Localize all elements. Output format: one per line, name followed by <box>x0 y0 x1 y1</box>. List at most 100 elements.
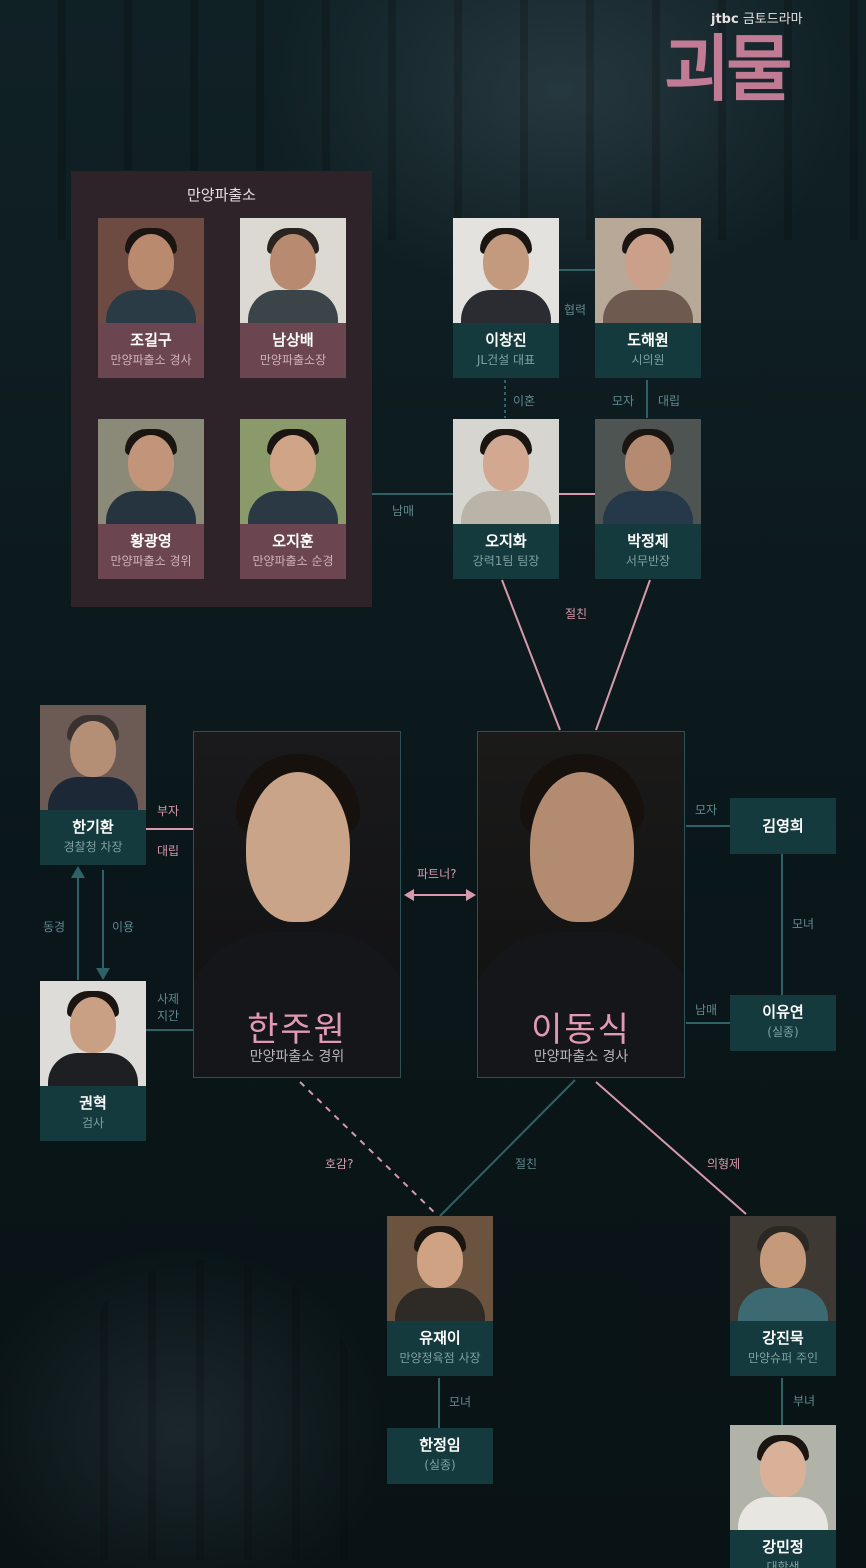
title-logo: 괴물 <box>664 26 792 111</box>
character-role: 만양파출소장 <box>259 353 327 367</box>
relation-label: 의형제 <box>707 1157 741 1171</box>
portrait <box>240 419 346 524</box>
main-character-role: 만양파출소 경위 <box>249 1049 345 1065</box>
relation-label: 대립 <box>157 844 180 858</box>
arrow-left <box>404 889 414 901</box>
portrait <box>453 419 559 524</box>
main-character-name: 이동식 <box>531 1010 631 1050</box>
relation-label: 파트너? <box>417 867 457 881</box>
character-role: 만양파출소 경위 <box>110 554 192 568</box>
card-nam-sangbae[interactable]: 남상배 만양파출소장 <box>240 218 346 378</box>
character-role: 강력1팀 팀장 <box>472 554 540 568</box>
arrow-down <box>96 968 110 980</box>
portrait <box>530 772 634 922</box>
relation-label: 사제 <box>157 992 180 1006</box>
character-name: 강진묵 <box>762 1329 804 1347</box>
relation-label: 모자 <box>695 803 718 817</box>
character-name: 남상배 <box>272 331 314 349</box>
character-role: JL건설 대표 <box>476 353 536 367</box>
card-han-gihwan[interactable]: 한기환 경찰청 차장 <box>40 705 146 865</box>
character-role: 만양슈퍼 주인 <box>747 1351 819 1365</box>
character-role: (실종) <box>424 1458 456 1472</box>
relation-label: 이용 <box>112 920 135 934</box>
relation-label: 동경 <box>43 920 66 934</box>
card-han-jeongim[interactable]: 한정임 (실종) <box>387 1428 493 1484</box>
card-kang-jinmuk[interactable]: 강진묵 만양슈퍼 주인 <box>730 1216 836 1376</box>
card-hwang-gwangyoung[interactable]: 황광영 만양파출소 경위 <box>98 419 204 579</box>
line-best-friend2 <box>439 1079 576 1217</box>
main-character-role: 만양파출소 경사 <box>533 1049 629 1065</box>
character-role: 만양정육점 사장 <box>399 1351 481 1365</box>
portrait <box>40 981 146 1086</box>
relation-label: 부자 <box>157 804 180 818</box>
relation-label: 절친 <box>565 607 588 621</box>
character-role: 서무반장 <box>625 554 671 568</box>
card-lee-yuyeon[interactable]: 이유연 (실종) <box>730 995 836 1051</box>
line-sworn-brothers <box>595 1081 747 1215</box>
card-han-juwon[interactable]: 한주원 만양파출소 경위 <box>193 731 401 1078</box>
character-role: 만양파출소 순경 <box>252 554 334 568</box>
relation-label: 호감? <box>325 1157 354 1171</box>
card-do-haewon[interactable]: 도해원 시의원 <box>595 218 701 378</box>
character-name: 이유연 <box>762 1003 804 1021</box>
card-kim-younghee[interactable]: 김영희 <box>730 798 836 854</box>
arrow-up <box>71 866 85 878</box>
arrow-right <box>466 889 476 901</box>
line-best-friend-a <box>501 579 561 731</box>
relation-label: 지간 <box>157 1009 180 1023</box>
character-role: 시의원 <box>631 353 665 367</box>
portrait <box>387 1216 493 1321</box>
card-park-jeongje[interactable]: 박정제 서무반장 <box>595 419 701 579</box>
card-jo-gilgu[interactable]: 조길구 만양파출소 경사 <box>98 218 204 378</box>
card-oh-jihwa[interactable]: 오지화 강력1팀 팀장 <box>453 419 559 579</box>
line-liking <box>299 1081 437 1215</box>
character-name: 한정임 <box>419 1436 461 1454</box>
drama-slot: 금토드라마 <box>742 12 803 27</box>
portrait <box>453 218 559 323</box>
portrait <box>40 705 146 810</box>
character-name: 이창진 <box>485 331 527 349</box>
card-lee-changjin[interactable]: 이창진 JL건설 대표 <box>453 218 559 378</box>
portrait <box>98 419 204 524</box>
main-character-name: 한주원 <box>247 1010 347 1050</box>
portrait <box>730 1216 836 1321</box>
relation-label: 모녀 <box>792 917 815 931</box>
relation-label: 이혼 <box>513 394 536 408</box>
relation-label: 모자 <box>612 394 635 408</box>
relation-label: 부녀 <box>793 1394 816 1408</box>
character-name: 한기환 <box>72 818 114 836</box>
character-name: 오지훈 <box>272 532 314 550</box>
character-name: 유재이 <box>419 1329 461 1347</box>
portrait <box>595 419 701 524</box>
character-role: 검사 <box>81 1116 105 1130</box>
background-cell <box>60 1260 360 1560</box>
portrait <box>595 218 701 323</box>
character-name: 박정제 <box>627 532 669 550</box>
portrait <box>246 772 350 922</box>
card-oh-jihoon[interactable]: 오지훈 만양파출소 순경 <box>240 419 346 579</box>
portrait <box>98 218 204 323</box>
brand-header: jtbc 금토드라마 <box>711 8 803 27</box>
character-name: 김영희 <box>762 817 804 835</box>
network-logo: jtbc <box>711 12 739 27</box>
character-role: 대학생 <box>766 1560 800 1568</box>
character-name: 권혁 <box>79 1094 107 1112</box>
card-lee-dongsik[interactable]: 이동식 만양파출소 경사 <box>477 731 685 1078</box>
character-name: 오지화 <box>485 532 527 550</box>
character-role: (실종) <box>767 1025 799 1039</box>
line-best-friend-b <box>595 579 651 731</box>
character-name: 강민정 <box>762 1538 804 1556</box>
card-kang-minjeong[interactable]: 강민정 대학생 <box>730 1425 836 1568</box>
relation-label: 절친 <box>515 1157 538 1171</box>
relation-label: 남매 <box>695 1003 718 1017</box>
relation-label: 남매 <box>392 504 415 518</box>
character-name: 조길구 <box>130 331 172 349</box>
character-name: 황광영 <box>130 532 172 550</box>
relation-label: 모녀 <box>449 1395 472 1409</box>
card-kwon-hyuk[interactable]: 권혁 검사 <box>40 981 146 1141</box>
card-yu-jaei[interactable]: 유재이 만양정육점 사장 <box>387 1216 493 1376</box>
relation-label: 대립 <box>658 394 681 408</box>
character-role: 만양파출소 경사 <box>110 353 192 367</box>
